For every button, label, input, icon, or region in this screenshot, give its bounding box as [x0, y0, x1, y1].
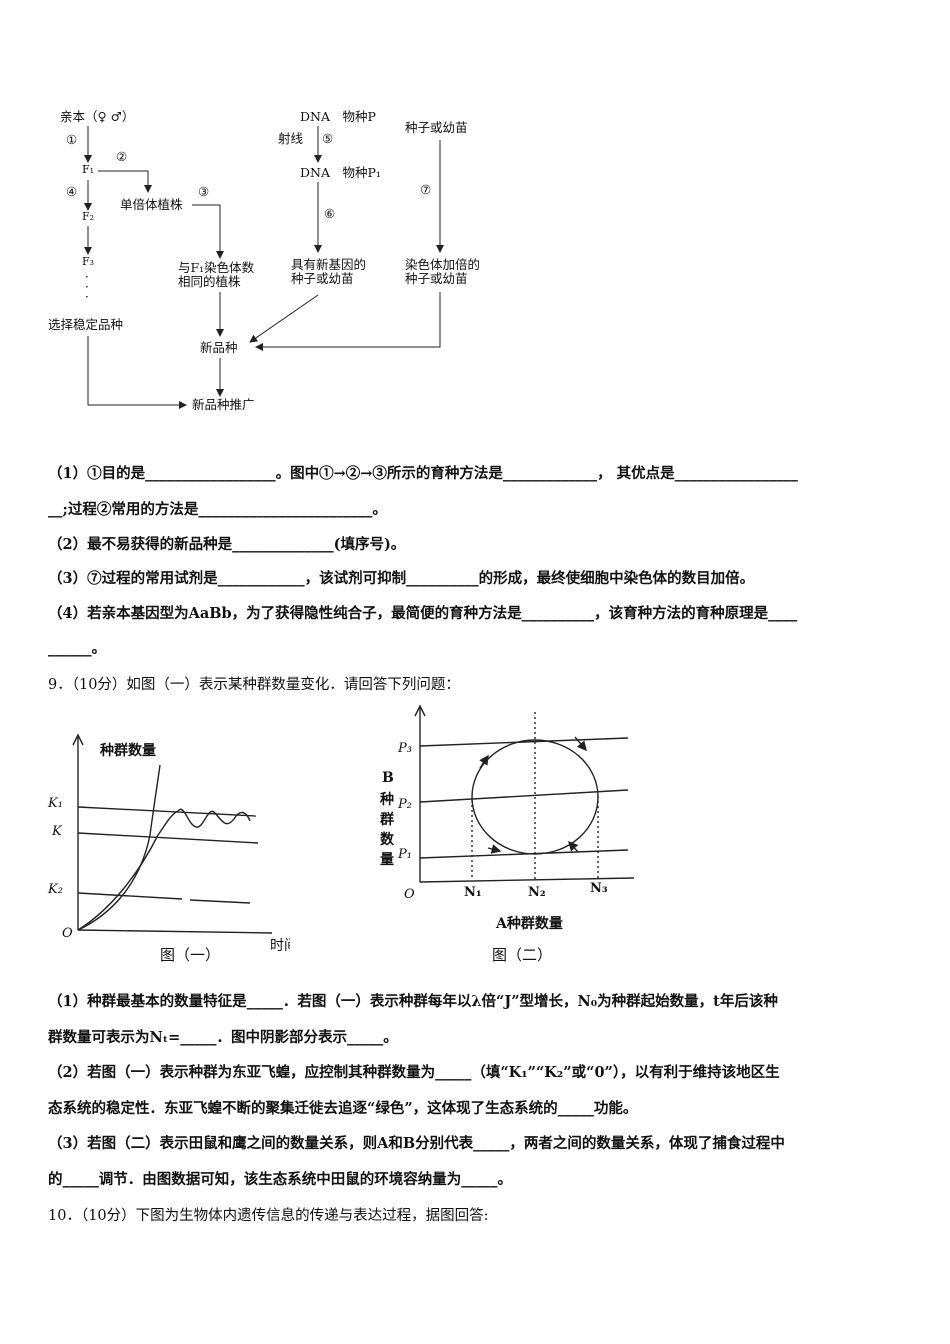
fig2-origin: O [404, 887, 415, 902]
fig2-p2-line [419, 789, 629, 803]
parent-label: 亲本（♀ ♂） [60, 109, 135, 124]
step-5-label: ⑤ [322, 131, 334, 146]
f1-label: F₁ [82, 163, 95, 176]
q9-line-5: （3）若图（二）表示田鼠和鹰之间的数量关系，则A和B分别代表_____，两者之间… [48, 1135, 785, 1152]
q9-line-3: （2）若图（一）表示种群为东亚飞蝗，应控制其种群数量为_____（填“K₁”“K… [48, 1064, 780, 1081]
fig1-k1-line [77, 806, 257, 817]
fig1-j-curve [77, 764, 161, 931]
doubled-label-1: 染色体加倍的 [405, 257, 481, 272]
step-2-label: ② [116, 149, 128, 164]
fig2-arrow-top-right [574, 736, 587, 752]
q8-line-1: （1）①目的是__________________。图中①→②→③所示的育种方法… [48, 465, 798, 482]
continuation-dots: ··· [85, 270, 89, 304]
fig1-oscillation [177, 808, 251, 828]
q9-title: 9．（10分）如图（一）表示某种群数量变化．请回答下列问题： [48, 677, 460, 693]
fig2-arrow-bottom-left [487, 844, 502, 854]
q8-line-4: （3）⑦过程的常用试剂是____________，该试剂可抑制_________… [48, 570, 755, 587]
fig2-p1-label: P₁ [397, 847, 412, 862]
doubled-label-2: 种子或幼苗 [405, 271, 468, 286]
fig2-ylabel-b: B [382, 770, 394, 786]
q9-line-6: 的_____调节．由图数据可知，该生态系统中田鼠的环境容纳量为_____。 [48, 1171, 512, 1188]
fig1-ylabel: 种群数量 [99, 742, 156, 759]
step-6-label: ⑥ [324, 206, 336, 221]
q9-line-1: （1）种群最基本的数量特征是_____．若图（一）表示种群每年以λ倍“J”型增长… [48, 993, 778, 1010]
new-gene-label-1: 具有新基因的 [291, 257, 367, 272]
dna-p1-label: DNA 物种P₁ [300, 165, 381, 180]
arrow-newgene-newvariety [249, 294, 319, 343]
fig1-xlabel: 时间 [270, 938, 290, 954]
q9-line-4: 态系统的稳定性．东亚飞蝗不断的聚集迁徙去追逐“绿色”，这体现了生态系统的____… [48, 1100, 638, 1117]
fig1-k2-line-2 [189, 899, 251, 904]
fig2-ylabel-3: 群 [379, 811, 394, 828]
new-gene-label-2: 种子或幼苗 [291, 271, 354, 286]
q8-line-3: （2）最不易获得的新品种是______________(填序号)。 [48, 536, 406, 553]
fig2-x-axis [419, 877, 635, 883]
haploid-label: 单倍体植株 [120, 197, 183, 212]
fig2-caption: 图（二） [492, 946, 552, 964]
radiation-label: 射线 [278, 131, 304, 146]
figure-2: B 种 群 数 量 P₃ P₂ P₁ O N₁ N₂ N₃ A种群数量 图（二） [379, 704, 635, 964]
arrow-select-promotion [87, 336, 187, 409]
fig2-p2-label: P₂ [397, 797, 412, 812]
fig1-y-arrow [72, 733, 84, 746]
same-chromosome-label-1: 与F₁染色体数 [178, 260, 255, 275]
q10-title: 10．（10分）下图为生物体内遗传信息的传递与表达过程，据图回答: [48, 1208, 489, 1224]
step-7-label: ⑦ [420, 182, 432, 197]
fig1-k2-line [77, 892, 183, 900]
fig1-x-axis [77, 929, 273, 934]
fig1-k-label: K [51, 824, 63, 839]
select-stable-label: 选择稳定品种 [48, 317, 124, 332]
fig1-k1-label: K₁ [47, 796, 63, 811]
q9-line-2: 群数量可表示为Nₜ=_____．图中阴影部分表示_____。 [48, 1029, 398, 1046]
fig1-k2-label: K₂ [47, 882, 63, 897]
fig2-ylabel-5: 量 [380, 852, 394, 868]
fig2-n3-label: N₃ [590, 881, 608, 896]
q8-line-6: ______。 [48, 640, 106, 657]
promotion-label: 新品种推广 [192, 397, 255, 412]
fig1-caption: 图（一） [160, 946, 220, 964]
fig2-arrow-left [479, 754, 489, 769]
step-1-label: ① [66, 132, 78, 147]
seed-seedling-label: 种子或幼苗 [405, 120, 468, 135]
q8-line-2: __;过程②常用的方法是________________________。 [48, 501, 387, 518]
fig2-p3-line [419, 737, 629, 747]
fig1-s-curve [77, 810, 179, 931]
arrow-doubled-newvariety [255, 292, 441, 351]
arrow-haploid-same [192, 204, 224, 259]
arrow-f1-haploid [98, 170, 152, 193]
q8-line-5: （4）若亲本基因型为AaBb，为了获得隐性纯合子，最简便的育种方法是______… [48, 605, 798, 622]
fig2-xlabel: A种群数量 [495, 915, 563, 932]
f3-label: F₃ [82, 255, 95, 268]
fig2-p1-line [419, 849, 629, 859]
dna-p-label: DNA 物种P [300, 109, 376, 124]
figure-1: 种群数量 K₁ K K₂ O 时间 图（一） [47, 733, 290, 964]
fig2-y-arrow [414, 704, 426, 717]
fig2-n2-label: N₂ [528, 885, 546, 900]
fig2-ylabel-2: 种 [379, 791, 394, 808]
fig2-p3-label: P₃ [397, 741, 412, 756]
step-3-label: ③ [198, 184, 210, 199]
fig1-k-line [77, 832, 259, 844]
same-chromosome-label-2: 相同的植株 [178, 274, 241, 289]
fig1-origin: O [62, 926, 73, 941]
new-variety-label: 新品种 [200, 340, 238, 355]
fig2-arrow-bottom-right [568, 840, 579, 853]
fig2-n1-label: N₁ [464, 885, 482, 900]
fig2-ylabel-4: 数 [380, 831, 395, 848]
f2-label: F₂ [82, 210, 95, 223]
breeding-diagram-arrows [84, 126, 444, 409]
step-4-label: ④ [66, 184, 78, 199]
breeding-diagram: 亲本（♀ ♂） ① F₁ ② ④ F₂ F₃ ··· 单倍体植株 ③ 与F₁染色… [0, 0, 520, 420]
